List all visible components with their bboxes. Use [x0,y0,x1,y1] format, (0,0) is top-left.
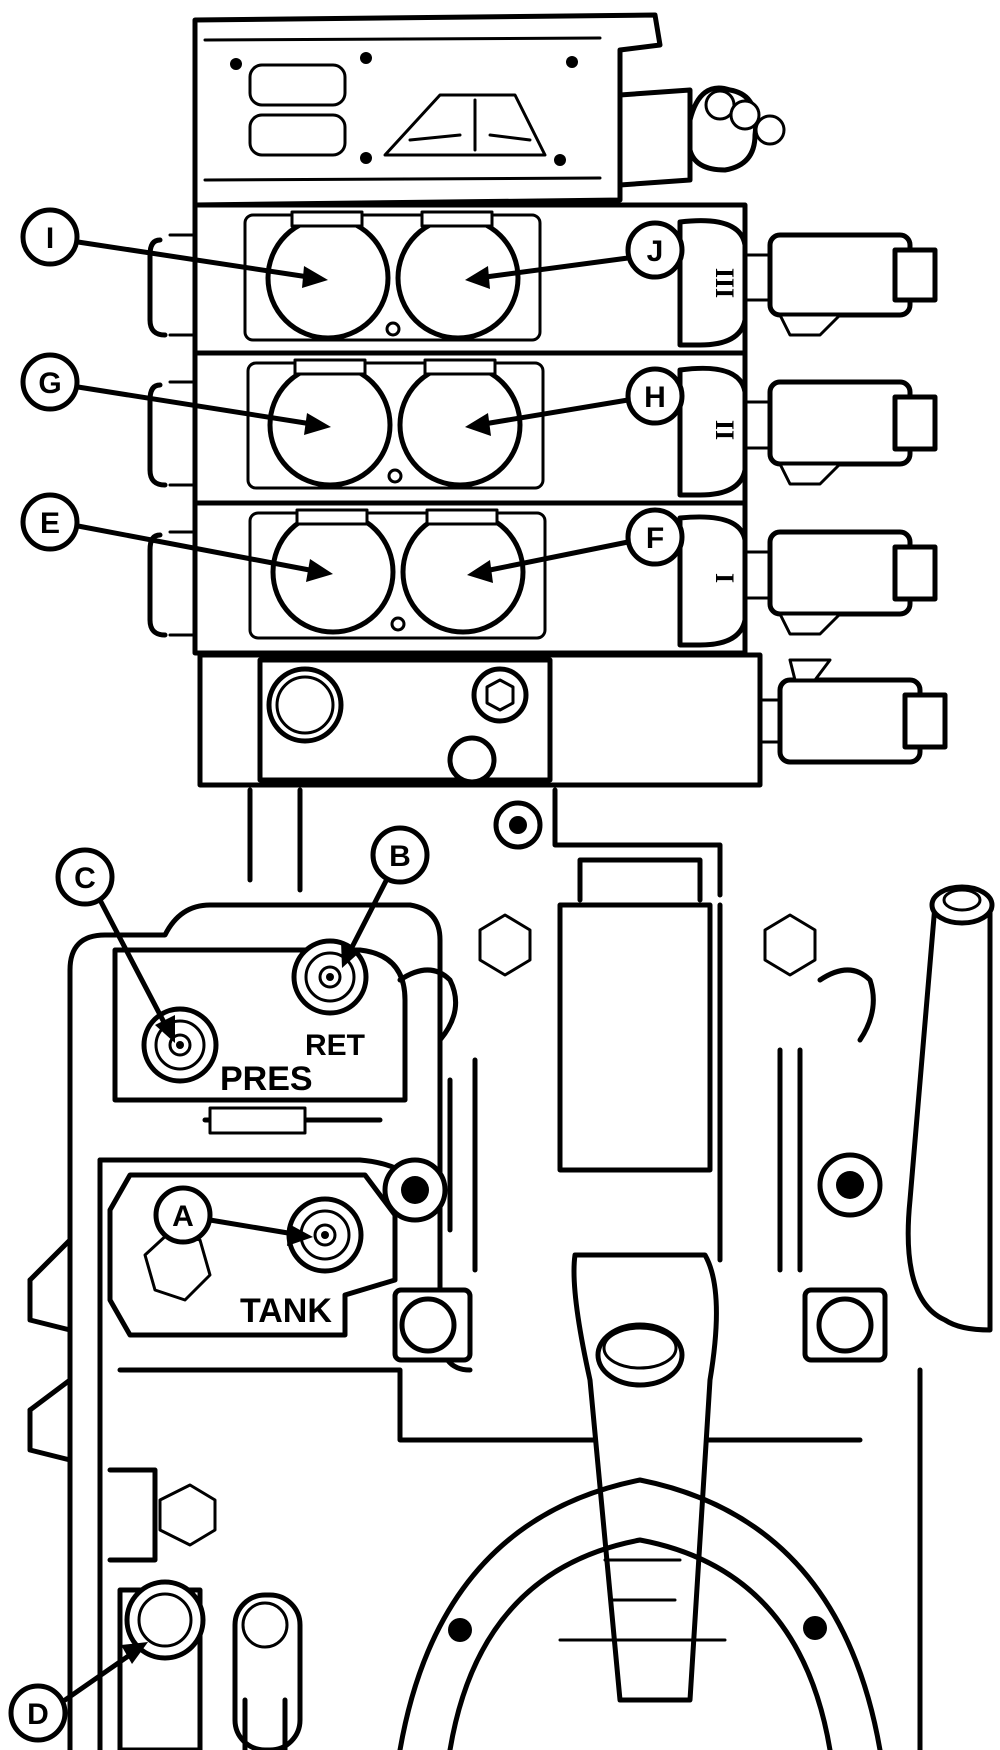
callout-d: D [8,1683,68,1743]
callout-h: H [625,366,685,426]
svg-text:E: E [40,507,60,540]
spool-plug-i [265,215,391,341]
port-label-pres: PRES [220,1060,313,1098]
bolt-right-top [763,913,817,977]
callouts: I J G H E F B C [8,207,685,1743]
callout-c: C [55,847,115,907]
svg-text:H: H [644,381,666,414]
section-numeral-2: II [710,420,739,440]
spool-plug-g [267,362,393,488]
callout-f: F [625,507,685,567]
valve-section-2 [147,350,938,506]
bolt-left-top [478,913,532,977]
port-label-ret: RET [305,1029,365,1062]
svg-text:B: B [389,840,411,873]
callout-b: B [370,825,430,885]
spool-plug-e [270,509,396,635]
section-numeral-3: III [710,268,739,298]
callout-i: I [20,207,80,267]
callout-g: G [20,352,80,412]
valve-section-3 [147,202,938,356]
section-numeral-1: I [710,573,739,583]
svg-text:C: C [74,862,96,895]
shift-lever [571,1252,719,1703]
callout-j: J [625,220,685,280]
inlet-section [197,652,948,850]
leader-lines [62,239,631,1703]
port-text-labels: PRES RET TANK [220,1029,365,1330]
callout-a: A [153,1185,213,1245]
spool-plug-f [400,509,526,635]
center-yoke [117,857,995,1750]
section-numerals: III II I [710,268,739,583]
valve-section-1 [147,500,938,656]
svg-text:G: G [38,367,61,400]
spool-plug-h [397,362,523,488]
callout-e: E [20,492,80,552]
svg-text:I: I [46,222,54,255]
top-module [192,12,786,208]
port-label-tank: TANK [240,1292,332,1330]
svg-text:A: A [172,1200,194,1233]
svg-text:D: D [27,1698,49,1731]
svg-text:J: J [647,235,664,268]
spool-plug-j [395,215,521,341]
svg-text:F: F [646,522,664,555]
